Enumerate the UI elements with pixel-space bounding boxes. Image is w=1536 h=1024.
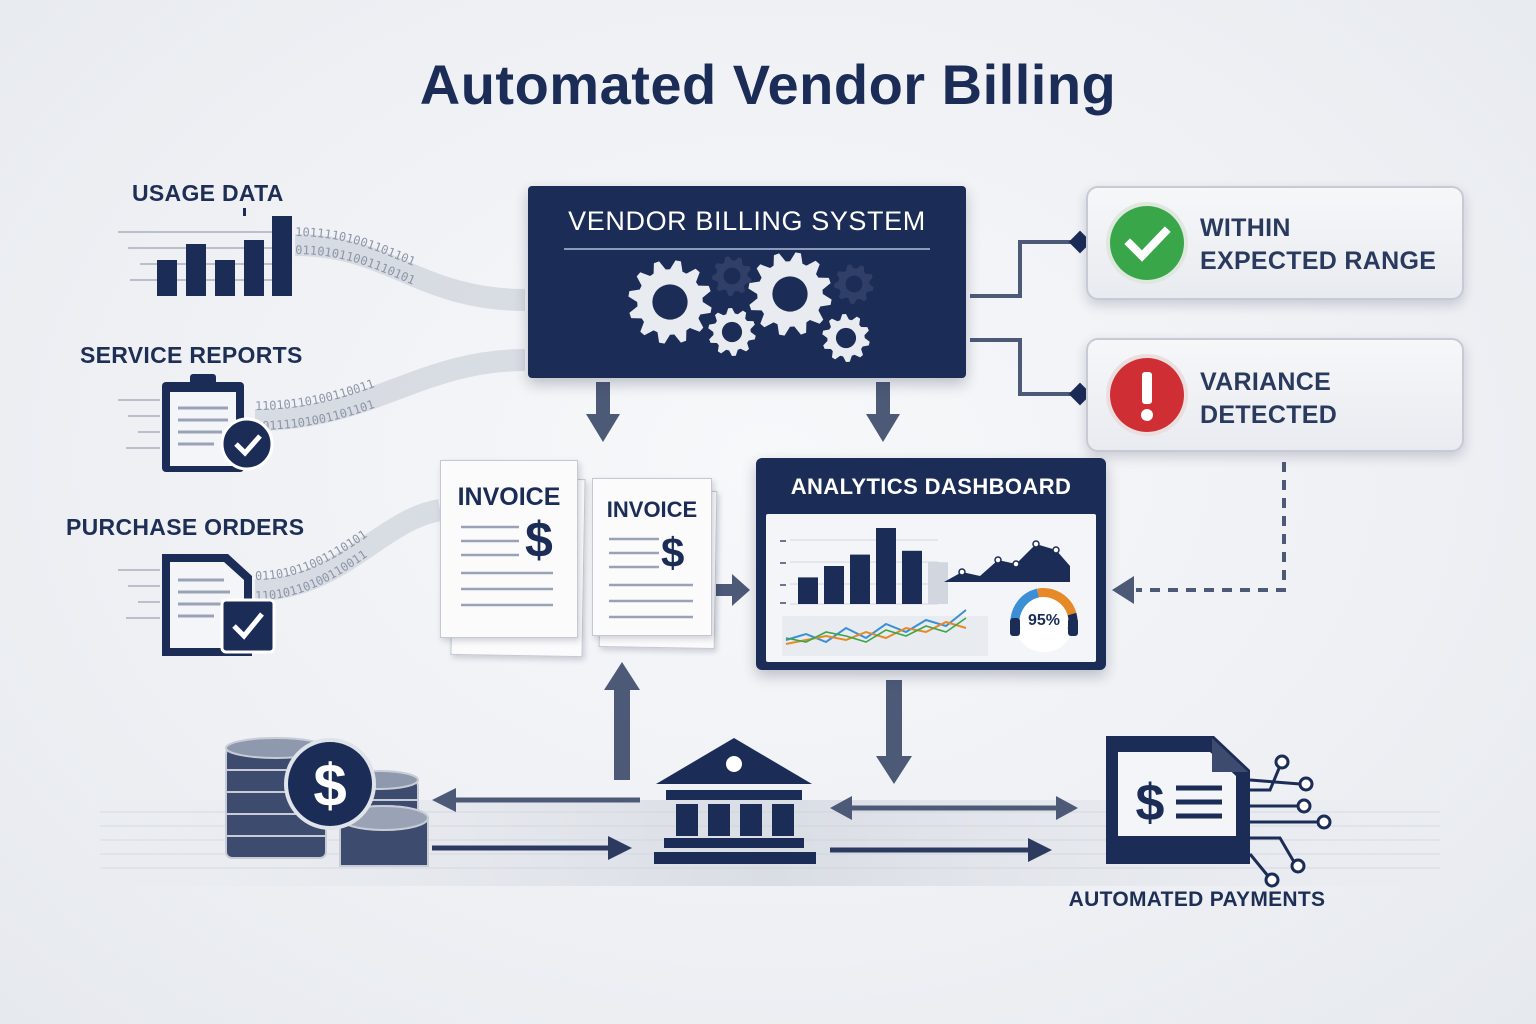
- feedback-arrowhead: [1112, 576, 1134, 604]
- gears-icon: [628, 252, 874, 362]
- dollar-symbol: $: [525, 512, 553, 568]
- check-icon: [1110, 206, 1184, 280]
- dashboard-bar: [902, 550, 922, 604]
- invoice-label: INVOICE: [606, 497, 698, 522]
- dashboard-bar-chart: [798, 528, 948, 604]
- gear-icon: [712, 256, 752, 296]
- up-arrow: [604, 662, 640, 780]
- document-check-icon: [162, 554, 276, 656]
- dashboard-bar: [850, 554, 870, 604]
- variance-detected-status-card: VARIANCE DETECTED: [1086, 338, 1464, 452]
- status-connectors: [970, 240, 1080, 396]
- within-range-status-card: WITHIN EXPECTED RANGE: [1086, 186, 1464, 300]
- status-alert-line2: DETECTED: [1200, 401, 1338, 429]
- dashboard-line-green: [785, 617, 967, 643]
- invoice-lines: [609, 537, 693, 619]
- invoice-label: INVOICE: [457, 483, 561, 511]
- dashboard-line-orange: [785, 620, 967, 645]
- purchase-orders-label: PURCHASE ORDERS: [66, 514, 305, 540]
- gear-icon: [628, 260, 712, 344]
- usage-data-label: USAGE DATA: [132, 180, 284, 206]
- page-title: Automated Vendor Billing: [419, 53, 1117, 116]
- gear-icon: [708, 308, 756, 356]
- dashboard-bar: [798, 577, 818, 604]
- dashboard-area-chart: [944, 544, 1070, 582]
- bank-icon: [654, 738, 816, 864]
- horizontal-arrows: [432, 788, 1078, 862]
- dashboard-bar: [928, 562, 948, 604]
- dashboard-title: ANALYTICS DASHBOARD: [790, 474, 1072, 499]
- gear-icon: [822, 314, 870, 362]
- binary-stream-bands: [254, 234, 526, 601]
- gauge-icon: [1010, 588, 1078, 652]
- invoice-lines: [461, 525, 553, 607]
- feedback-dashed-line: [1136, 462, 1286, 592]
- dashboard-bar: [876, 528, 896, 604]
- gauge-value-label: 95%: [1027, 612, 1061, 629]
- gear-icon: [834, 264, 874, 304]
- payment-document-icon: $: [1106, 736, 1332, 888]
- connector-node: [1068, 382, 1092, 406]
- gear-icon: [748, 252, 832, 336]
- service-reports-label: SERVICE REPORTS: [80, 342, 303, 368]
- bar-chart-icon: [157, 208, 292, 296]
- dashboard-bar: [824, 566, 844, 604]
- analytics-dashboard-panel: ANALYTICS DASHBOARD: [756, 458, 1106, 670]
- title-divider: [564, 248, 930, 250]
- circuit-lines: [1248, 765, 1318, 877]
- down-arrow: [876, 680, 912, 784]
- status-alert-line1: VARIANCE: [1200, 368, 1332, 396]
- dollar-coin-icon: [284, 738, 376, 830]
- down-arrow: [586, 382, 900, 442]
- payment-doc-symbol: $: [1136, 774, 1165, 832]
- status-ok-line2: EXPECTED RANGE: [1200, 247, 1437, 275]
- right-arrow: [716, 574, 750, 606]
- status-ok-line1: WITHIN: [1200, 214, 1291, 242]
- coin-symbol: $: [313, 752, 346, 819]
- dashboard-charts: [780, 528, 1078, 656]
- dollar-symbol: $: [661, 529, 685, 576]
- dashboard-screen: 95%: [766, 514, 1096, 662]
- vendor-billing-system-panel: VENDOR BILLING SYSTEM: [528, 186, 966, 378]
- clipboard-check-icon: [162, 374, 274, 472]
- coin-stack-icon: $: [225, 737, 429, 867]
- invoice-document: INVOICE $: [592, 478, 712, 636]
- automated-payments-label: AUTOMATED PAYMENTS: [1068, 888, 1326, 911]
- invoice-document: INVOICE $: [440, 460, 578, 638]
- exclamation-icon: [1110, 358, 1184, 432]
- billing-system-title: VENDOR BILLING SYSTEM: [568, 206, 926, 236]
